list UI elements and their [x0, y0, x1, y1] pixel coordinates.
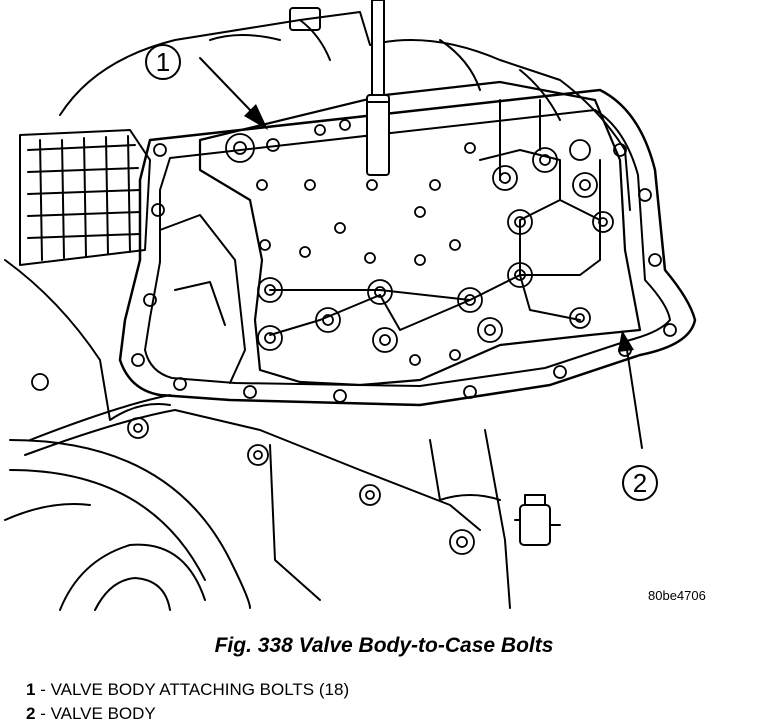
valve-body-illustration: 1 2 80be4706 — [4, 0, 706, 611]
valve-body-channels — [269, 99, 601, 336]
legend-item-2-text: VALVE BODY — [50, 704, 156, 723]
callout-1: 1 — [145, 44, 268, 130]
sensor-fitting — [514, 494, 561, 546]
oil-pan-rail-inner — [144, 109, 671, 387]
socket-extension-tool — [366, 0, 390, 176]
callout-1-circle — [145, 44, 181, 80]
callout-2-circle — [622, 465, 658, 501]
torque-converter-housing — [4, 439, 251, 611]
case-left-housing — [4, 259, 171, 421]
valve-body-bolt-bosses — [225, 119, 614, 366]
pan-inner-wall — [159, 214, 246, 384]
legend-item-1-text: VALVE BODY ATTACHING BOLTS (18) — [50, 680, 350, 699]
legend-item-1: 1 - VALVE BODY ATTACHING BOLTS (18) — [26, 680, 349, 700]
case-upper-tab — [289, 7, 321, 31]
callout-2-number: 2 — [633, 468, 647, 498]
callout-2: 2 — [618, 330, 658, 501]
figure-caption: Fig. 338 Valve Body-to-Case Bolts — [214, 634, 554, 657]
rail-bolt-holes — [131, 143, 677, 403]
legend-item-2-number: 2 — [26, 704, 36, 723]
legend-item-1-separator: - — [35, 680, 51, 699]
legend-item-2: 2 - VALVE BODY — [26, 704, 156, 724]
valve-body-plate — [198, 80, 642, 387]
case-lower-flange — [24, 394, 511, 609]
legend-item-2-separator: - — [35, 704, 51, 723]
legend-item-1-number: 1 — [26, 680, 36, 699]
oil-pan-rail-outer — [118, 88, 697, 407]
callout-1-number: 1 — [156, 47, 170, 77]
callout-2-arrowhead — [618, 330, 634, 352]
callout-2-leader — [626, 349, 643, 449]
case-bolts — [31, 373, 475, 555]
callout-1-arrowhead — [244, 104, 268, 130]
case-upper-ribs — [209, 19, 561, 121]
callout-1-leader — [199, 57, 251, 111]
case-upper-housing — [59, 11, 631, 211]
figure-code: 80be4706 — [648, 588, 706, 603]
left-grid-section — [19, 129, 151, 266]
